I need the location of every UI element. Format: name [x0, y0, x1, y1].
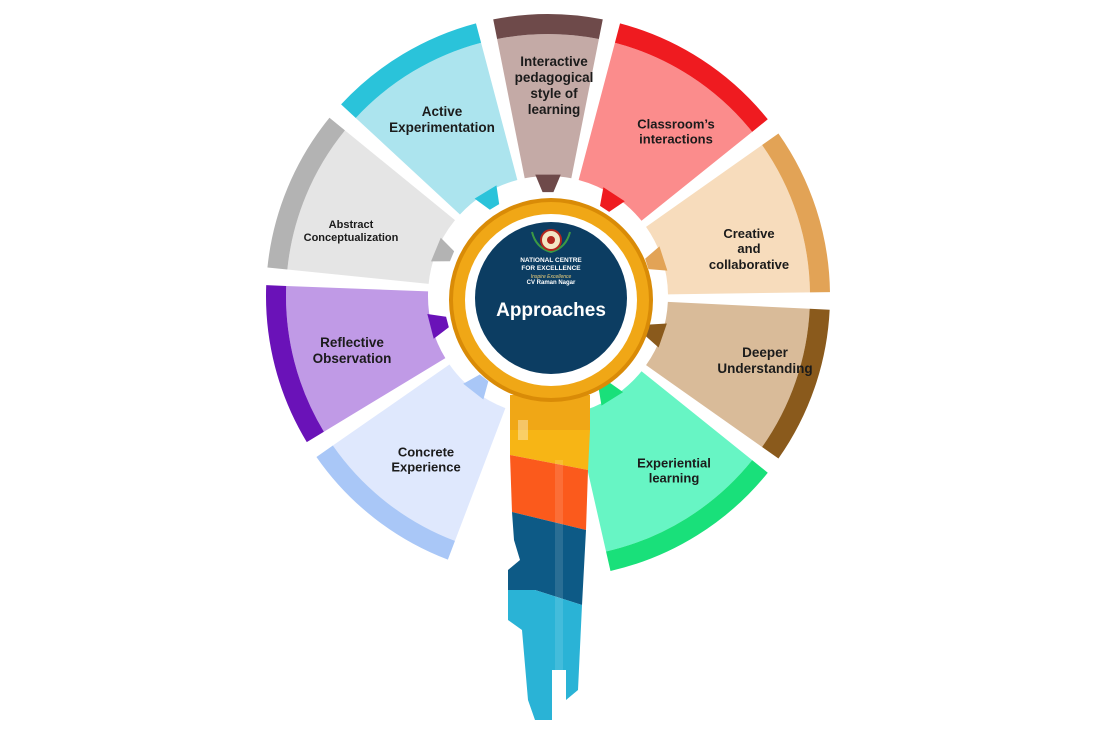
segment-accent-band [606, 460, 768, 571]
segment-tooth [535, 174, 561, 193]
segment-7 [266, 285, 449, 443]
segment-tooth [644, 323, 667, 348]
segment-label: Concrete Experience [391, 444, 461, 475]
org-name-line1: NATIONAL CENTRE [520, 257, 582, 264]
org-location: CV Raman Nagar [526, 280, 576, 286]
segment-tooth [463, 374, 489, 400]
segment-3 [645, 133, 830, 295]
segment-accent-band [493, 14, 603, 39]
segment-accent-band [341, 23, 482, 118]
segment-accent-band [267, 117, 345, 270]
segment-tooth [598, 381, 624, 406]
segment-body [646, 301, 810, 448]
segment-label: Interactive pedagogical style of learnin… [514, 54, 594, 117]
segment-label: Active Experimentation [389, 104, 495, 135]
segment-body [355, 42, 518, 215]
key-shaft [508, 395, 590, 720]
segment-label: Classroom’s interactions [637, 116, 715, 147]
segment-body [574, 371, 753, 552]
segment-body [287, 130, 456, 284]
segment-accent-band [266, 285, 324, 443]
segment-label: Experiential learning [637, 455, 711, 486]
segment-tooth [427, 314, 449, 339]
segment-2 [578, 23, 768, 221]
segment-accent-band [316, 445, 455, 560]
segment-label: Reflective Observation [312, 335, 392, 366]
segment-label: Creative and collaborative [708, 226, 790, 272]
segment-accent-band [762, 133, 830, 293]
segment-accent-band [762, 308, 830, 459]
segment-label: Deeper Understanding [717, 345, 813, 376]
segment-4 [644, 301, 830, 459]
segment-tooth [600, 187, 625, 212]
segment-1 [493, 14, 603, 193]
emblem-icon [531, 229, 571, 254]
segment-accent-band [614, 23, 768, 132]
hub-title: Approaches [496, 300, 606, 321]
segment-tooth [431, 237, 455, 262]
org-tagline: Inspire Excellence [530, 274, 572, 280]
segment-8 [267, 117, 456, 284]
segment-label: Abstract Conceptualization [303, 219, 399, 244]
segment-tooth [474, 185, 500, 210]
hub-circle [475, 222, 627, 374]
segment-6 [316, 364, 506, 560]
segment-9 [341, 23, 518, 215]
segment-body [578, 42, 753, 221]
segment-body [497, 33, 599, 179]
segment-body [646, 144, 810, 295]
segment-body [286, 285, 446, 432]
segment-5 [574, 371, 768, 571]
segment-tooth [645, 246, 668, 271]
segment-body [332, 364, 506, 541]
org-name-line2: FOR EXCELLENCE [521, 265, 581, 272]
